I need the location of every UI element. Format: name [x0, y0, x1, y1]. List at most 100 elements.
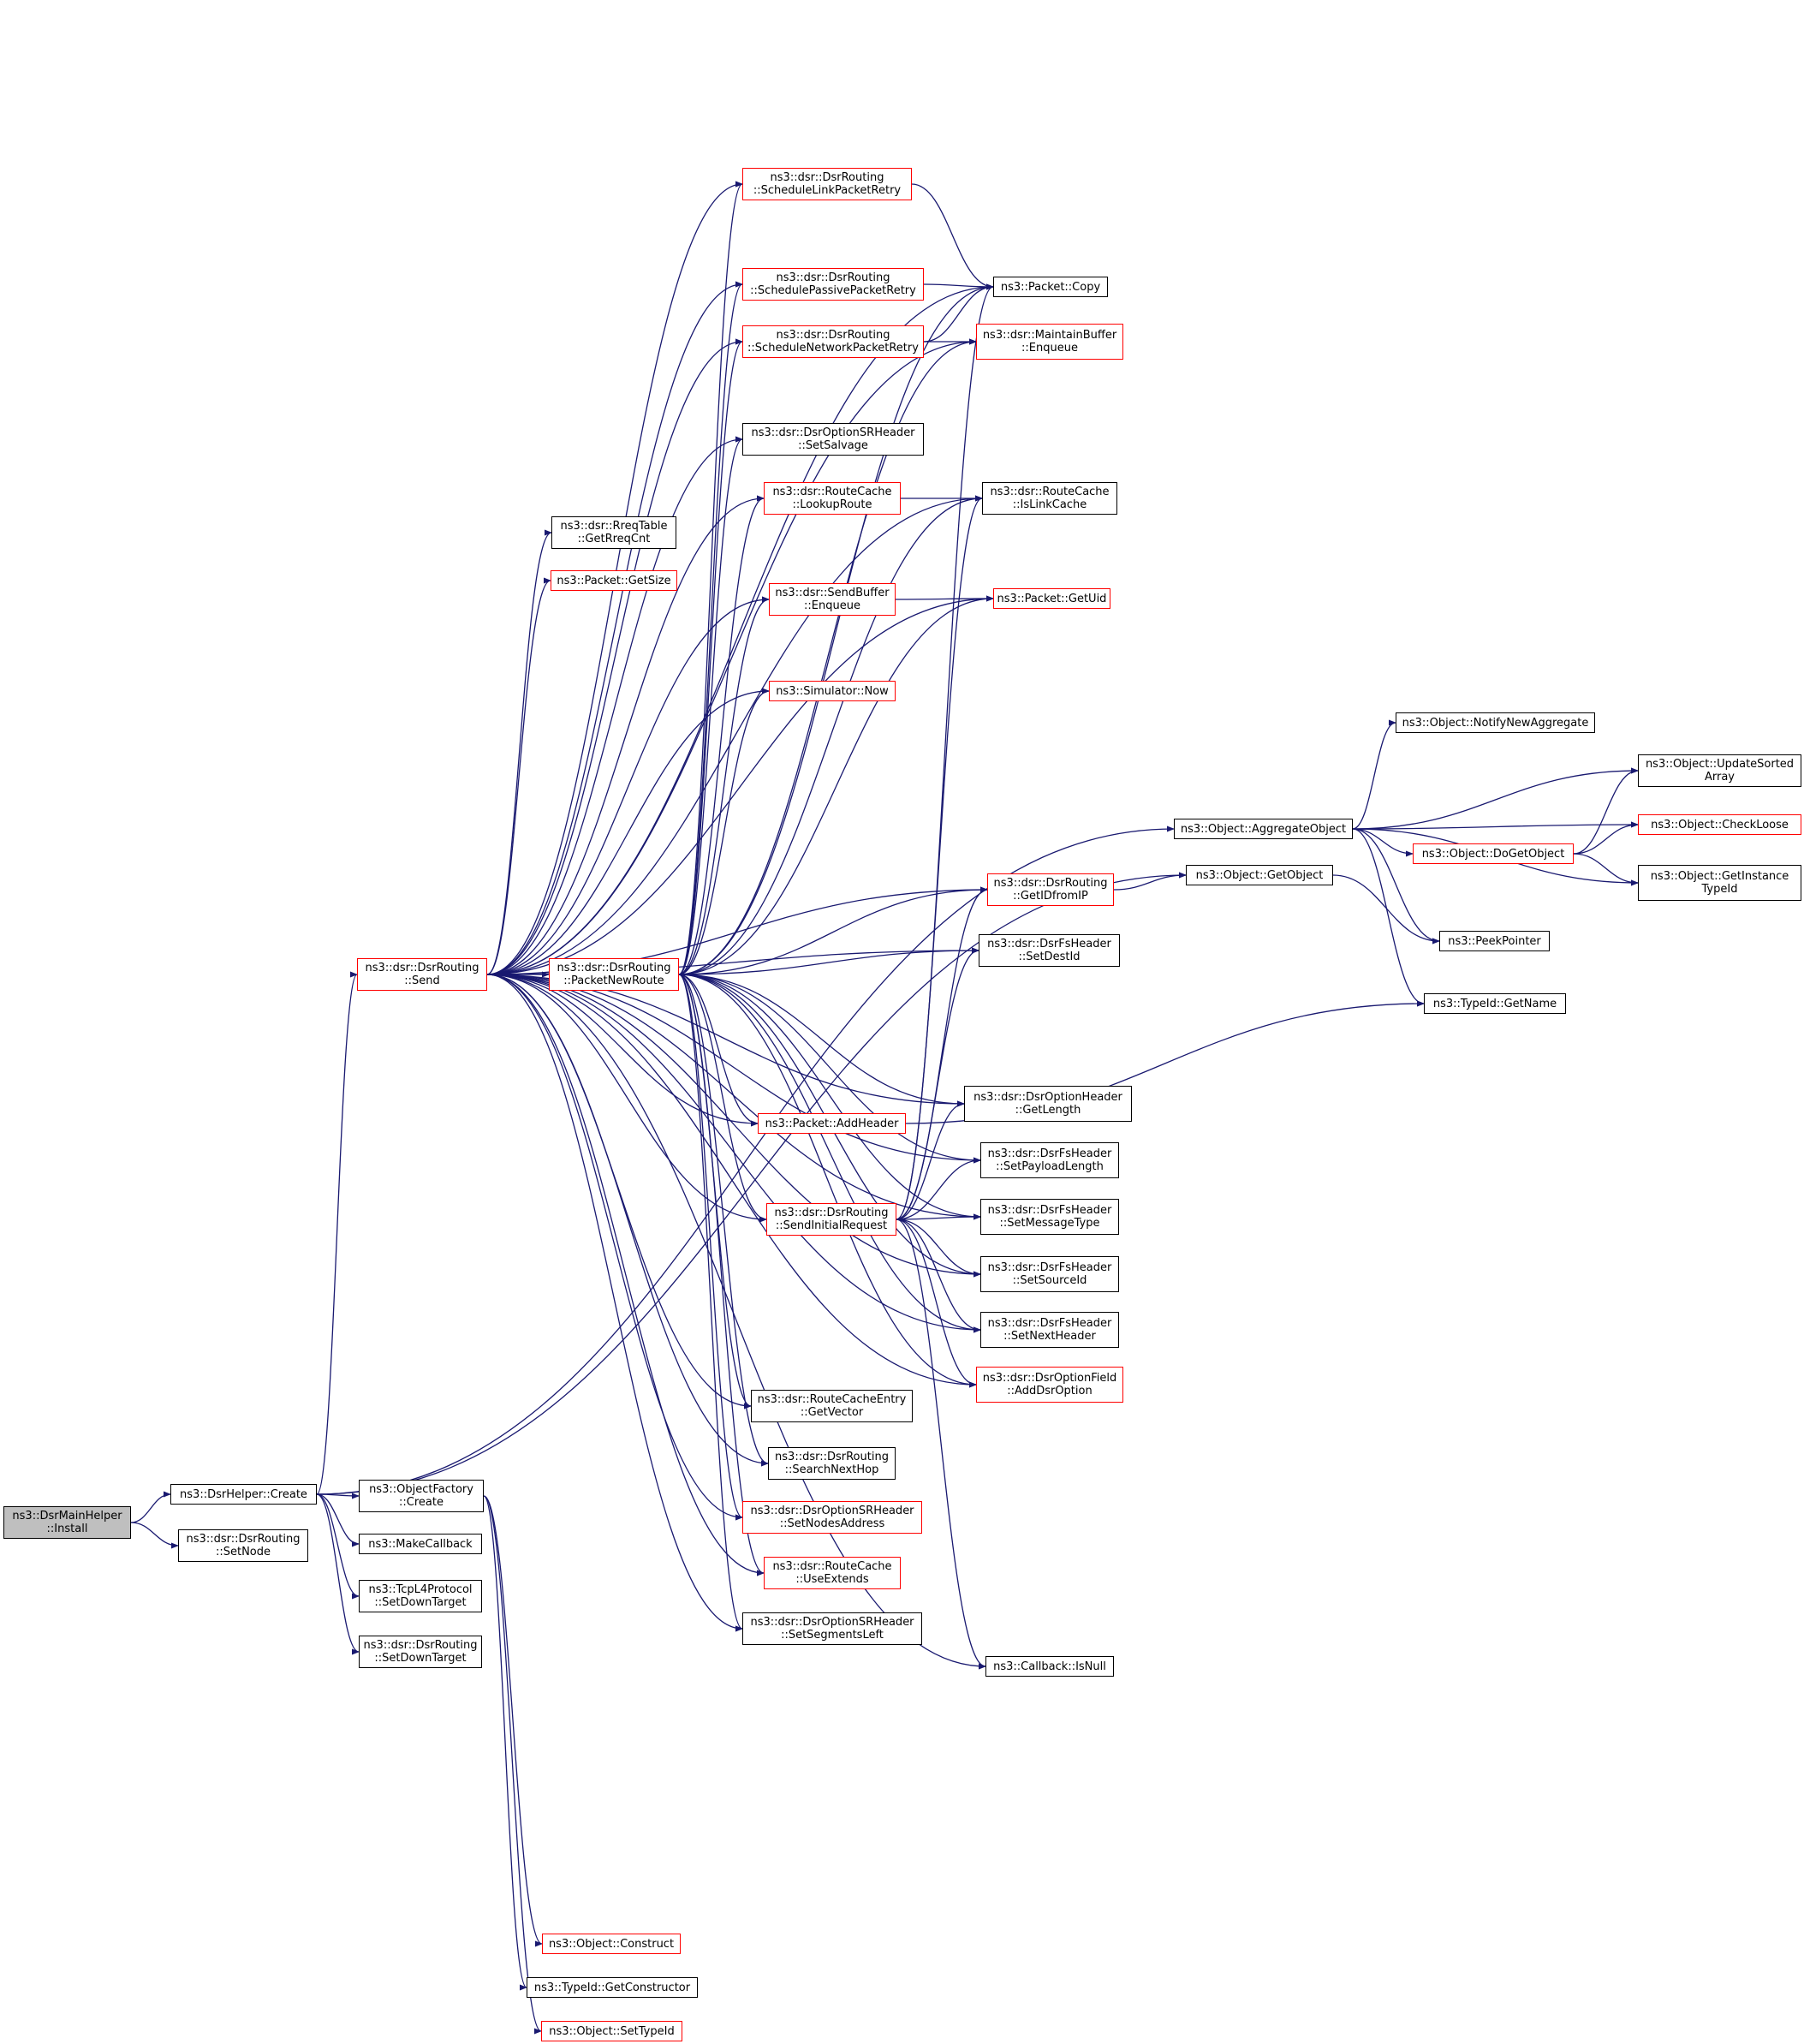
- node-label: ns3::Callback::IsNull: [993, 1660, 1106, 1673]
- node-label: ns3::dsr::DsrOptionField::AddDsrOption: [983, 1372, 1116, 1397]
- edge-create-to-aggregate: [316, 825, 1175, 1495]
- node-label-line: ns3::Simulator::Now: [776, 684, 889, 698]
- node-isnull[interactable]: ns3::Callback::IsNull: [985, 1656, 1114, 1677]
- node-label-line: ns3::Object::CheckLoose: [1651, 818, 1789, 831]
- node-setnextheader[interactable]: ns3::dsr::DsrFsHeader::SetNextHeader: [980, 1312, 1119, 1348]
- edge-sendinitial-to-setmsgtype: [896, 1213, 981, 1220]
- edge-create-to-dsr-setdown: [316, 1493, 360, 1655]
- node-maintain-enq[interactable]: ns3::dsr::MaintainBuffer::Enqueue: [976, 324, 1123, 360]
- edge-packetnewroute-to-setnextheader: [678, 974, 981, 1333]
- node-setnodesaddr[interactable]: ns3::dsr::DsrOptionSRHeader::SetNodesAdd…: [742, 1501, 922, 1534]
- node-label: ns3::Object::GetObject: [1196, 869, 1324, 882]
- node-checkloose[interactable]: ns3::Object::CheckLoose: [1638, 814, 1801, 835]
- edge-send-to-searchnexthop: [486, 974, 769, 1467]
- node-label-line: ns3::dsr::DsrOptionSRHeader: [750, 1616, 914, 1629]
- node-label: ns3::dsr::DsrRouting::ScheduleNetworkPac…: [747, 329, 919, 355]
- node-label: ns3::dsr::DsrOptionHeader::GetLength: [973, 1091, 1122, 1117]
- node-useextends[interactable]: ns3::dsr::RouteCache::UseExtends: [764, 1557, 901, 1589]
- node-label-line: ::SetSalvage: [798, 439, 868, 452]
- node-label-line: ::Install: [46, 1523, 88, 1535]
- node-label-line: ns3::Packet::AddHeader: [765, 1117, 899, 1130]
- node-install[interactable]: ns3::DsrMainHelper::Install: [3, 1506, 131, 1539]
- node-label-line: ns3::dsr::RouteCache: [990, 486, 1110, 498]
- node-label-line: ::SetNodesAddress: [779, 1517, 885, 1530]
- node-notifyagg[interactable]: ns3::Object::NotifyNewAggregate: [1396, 712, 1595, 733]
- edge-send-to-islinkcache: [486, 495, 983, 975]
- edge-install-to-setnode: [130, 1522, 179, 1549]
- node-label: ns3::dsr::SendBuffer::Enqueue: [775, 587, 889, 612]
- node-makecallback[interactable]: ns3::MakeCallback: [359, 1534, 482, 1554]
- node-label-line: ::SetDownTarget: [374, 1596, 467, 1609]
- node-peekpointer[interactable]: ns3::PeekPointer: [1439, 931, 1550, 951]
- edge-aggregate-to-notifyagg: [1352, 719, 1396, 830]
- node-label-line: ns3::Callback::IsNull: [993, 1660, 1106, 1673]
- edge-send-to-schedpassive: [486, 281, 743, 975]
- node-settypeid[interactable]: ns3::Object::SetTypeId: [541, 2021, 682, 2041]
- node-islinkcache[interactable]: ns3::dsr::RouteCache::IsLinkCache: [982, 482, 1117, 515]
- edge-sendinitial-to-setpayload: [896, 1157, 981, 1220]
- edge-packetnewroute-to-setnodesaddr: [678, 974, 743, 1521]
- node-getlength[interactable]: ns3::dsr::DsrOptionHeader::GetLength: [964, 1086, 1132, 1122]
- node-label: ns3::dsr::DsrFsHeader::SetNextHeader: [988, 1317, 1112, 1343]
- edge-sendinitial-to-setdestid: [896, 947, 979, 1220]
- node-searchnexthop[interactable]: ns3::dsr::DsrRouting::SearchNextHop: [768, 1447, 896, 1480]
- node-schednet[interactable]: ns3::dsr::DsrRouting::ScheduleNetworkPac…: [742, 325, 924, 358]
- node-label-line: ::GetIDfromIP: [1013, 890, 1088, 903]
- node-label: ns3::dsr::DsrRouting::SendInitialRequest: [775, 1207, 889, 1232]
- node-create[interactable]: ns3::DsrHelper::Create: [170, 1484, 317, 1505]
- edge-packetnewroute-to-copy: [678, 283, 994, 975]
- node-getvector[interactable]: ns3::dsr::RouteCacheEntry::GetVector: [751, 1390, 913, 1422]
- node-label-line: ns3::dsr::DsrRouting: [363, 1639, 478, 1652]
- node-tcp-setdown[interactable]: ns3::TcpL4Protocol::SetDownTarget: [359, 1580, 482, 1612]
- node-copy[interactable]: ns3::Packet::Copy: [993, 277, 1108, 297]
- node-setmsgtype[interactable]: ns3::dsr::DsrFsHeader::SetMessageType: [980, 1199, 1119, 1235]
- node-lookuproute[interactable]: ns3::dsr::RouteCache::LookupRoute: [764, 482, 901, 515]
- node-adddsroption[interactable]: ns3::dsr::DsrOptionField::AddDsrOption: [976, 1367, 1123, 1403]
- node-dsr-setdown[interactable]: ns3::dsr::DsrRouting::SetDownTarget: [359, 1636, 482, 1668]
- node-setsourceid[interactable]: ns3::dsr::DsrFsHeader::SetSourceId: [980, 1256, 1119, 1292]
- node-getuid[interactable]: ns3::Packet::GetUid: [993, 588, 1110, 609]
- node-label: ns3::ObjectFactory::Create: [369, 1483, 473, 1509]
- node-setnode[interactable]: ns3::dsr::DsrRouting::SetNode: [178, 1529, 308, 1562]
- node-setsegleft[interactable]: ns3::dsr::DsrOptionSRHeader::SetSegments…: [742, 1612, 922, 1645]
- node-label-line: ns3::dsr::DsrFsHeader: [987, 1317, 1112, 1330]
- node-label-line: ns3::dsr::RouteCacheEntry: [757, 1393, 907, 1406]
- edge-sendinitial-to-getidfromip: [896, 886, 988, 1220]
- node-aggregate[interactable]: ns3::Object::AggregateObject: [1174, 819, 1353, 839]
- node-label-line: ns3::dsr::RreqTable: [560, 520, 668, 533]
- node-getidfromip[interactable]: ns3::dsr::DsrRouting::GetIDfromIP: [987, 873, 1114, 906]
- edge-sendinitial-to-isnull: [896, 1219, 986, 1670]
- node-factory-create[interactable]: ns3::ObjectFactory::Create: [359, 1480, 484, 1512]
- node-sendbuf-enq[interactable]: ns3::dsr::SendBuffer::Enqueue: [769, 583, 896, 616]
- node-sendinitial[interactable]: ns3::dsr::DsrRouting::SendInitialRequest: [766, 1203, 896, 1236]
- node-now[interactable]: ns3::Simulator::Now: [769, 681, 896, 701]
- node-label-line: ::PacketNewRoute: [563, 974, 664, 987]
- node-schedpassive[interactable]: ns3::dsr::DsrRouting::SchedulePassivePac…: [742, 268, 924, 301]
- edge-dogetobject-to-checkloose: [1573, 821, 1639, 855]
- node-label-line: ns3::Packet::GetSize: [557, 574, 671, 587]
- node-construct[interactable]: ns3::Object::Construct: [542, 1934, 681, 1954]
- node-label: ns3::dsr::DsrFsHeader::SetPayloadLength: [988, 1147, 1112, 1173]
- node-getobject[interactable]: ns3::Object::GetObject: [1186, 865, 1333, 885]
- node-getname[interactable]: ns3::TypeId::GetName: [1424, 993, 1566, 1014]
- node-schedlink[interactable]: ns3::dsr::DsrRouting::ScheduleLinkPacket…: [742, 168, 912, 200]
- edge-sendinitial-to-setsourceid: [896, 1219, 981, 1278]
- node-getsize[interactable]: ns3::Packet::GetSize: [551, 570, 677, 591]
- node-setsalvage[interactable]: ns3::dsr::DsrOptionSRHeader::SetSalvage: [742, 423, 924, 456]
- node-packetnewroute[interactable]: ns3::dsr::DsrRouting::PacketNewRoute: [549, 958, 679, 991]
- edge-schedlink-to-copy: [911, 183, 994, 290]
- edge-packetnewroute-to-searchnexthop: [678, 974, 769, 1467]
- node-getconstructor[interactable]: ns3::TypeId::GetConstructor: [527, 1977, 698, 1998]
- node-label-line: TypeId: [1701, 883, 1738, 896]
- node-send[interactable]: ns3::dsr::DsrRouting::Send: [357, 958, 487, 991]
- node-dogetobject[interactable]: ns3::Object::DoGetObject: [1413, 843, 1574, 864]
- node-setdestid[interactable]: ns3::dsr::DsrFsHeader::SetDestId: [979, 934, 1120, 967]
- node-setpayload[interactable]: ns3::dsr::DsrFsHeader::SetPayloadLength: [980, 1142, 1119, 1178]
- node-addheader[interactable]: ns3::Packet::AddHeader: [758, 1113, 906, 1134]
- edge-send-to-useextends: [486, 974, 765, 1576]
- node-getreqcnt[interactable]: ns3::dsr::RreqTable::GetRreqCnt: [551, 516, 676, 549]
- node-label: ns3::TypeId::GetConstructor: [534, 1981, 690, 1994]
